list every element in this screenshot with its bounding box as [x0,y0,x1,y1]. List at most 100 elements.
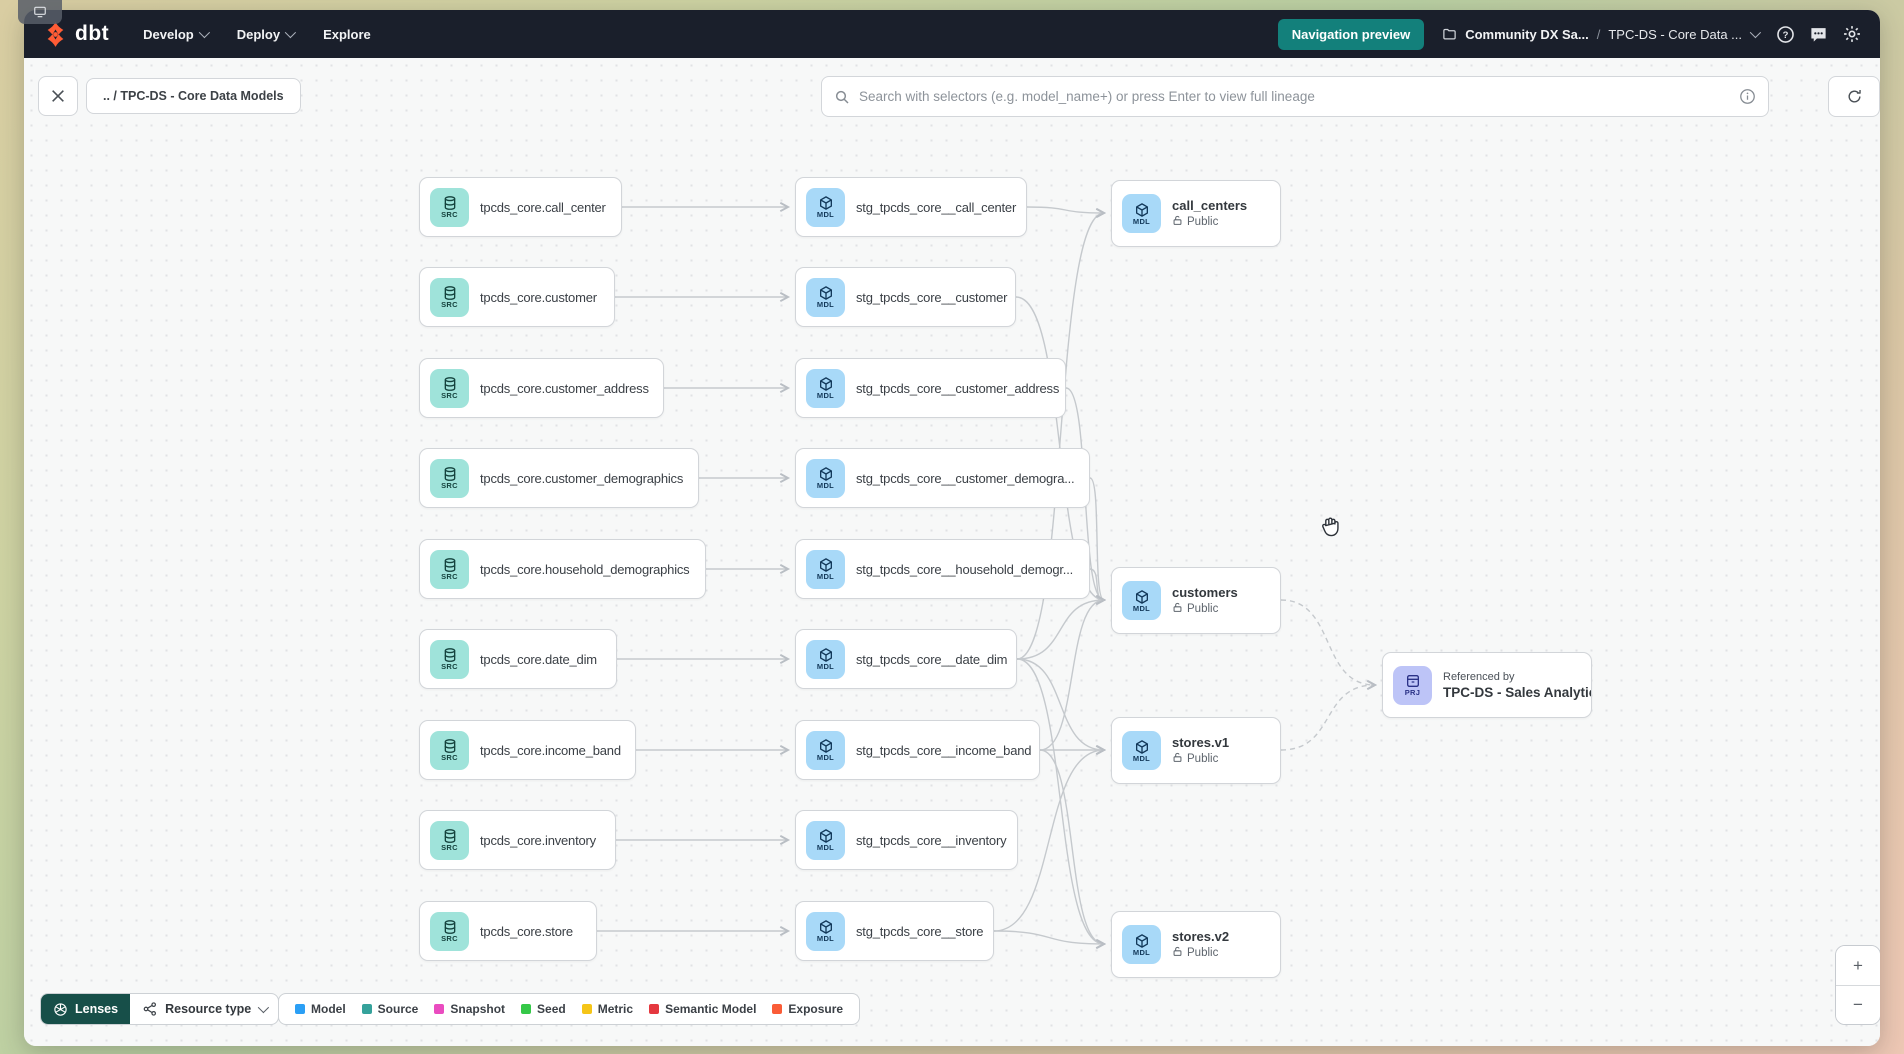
lenses-button[interactable]: Lenses [41,994,131,1024]
source-icon: SRC [430,187,469,227]
grab-hand-cursor [1322,517,1339,537]
refresh-lineage-button[interactable] [1828,76,1880,117]
close-icon [52,90,64,102]
breadcrumb-project[interactable]: Community DX Sa... [1465,26,1589,42]
breadcrumb-separator: / [1596,26,1601,42]
model-icon: MDL [806,639,845,679]
menu-explore[interactable]: Explore [323,26,371,42]
model-icon: MDL [1122,194,1161,233]
search-icon [835,90,849,104]
source-icon: SRC [430,368,469,408]
breadcrumb-page[interactable]: TPC-DS - Core Data ... [1608,26,1742,42]
navbar-icons: ? [1776,24,1862,44]
legend-item-source: Source [361,1002,418,1016]
lineage-edge-t6-f1 [1039,600,1104,751]
lenses-aperture-icon [54,1002,67,1016]
close-lineage-button[interactable] [38,76,78,116]
model-icon: MDL [806,458,845,498]
source-icon: SRC [430,277,469,317]
resource-type-icon [143,1002,157,1016]
lineage-edge-t3-f1 [1089,477,1104,600]
legend-color-swatch [434,1004,445,1014]
refresh-icon [1847,89,1861,103]
folder-icon [1443,28,1456,39]
menu-develop[interactable]: Develop [143,27,210,42]
legend-color-swatch [295,1004,305,1014]
lineage-edge-t4-f1 [1089,568,1104,600]
lineage-breadcrumb-chip[interactable]: .. / TPC-DS - Core Data Models [86,78,301,114]
unlock-icon [1172,752,1183,766]
model-icon: MDL [806,277,845,317]
unlock-icon [1172,946,1183,960]
legend-item-exposure: Exposure [772,1002,843,1016]
chevron-down-icon[interactable] [1749,26,1762,39]
zoom-out-button[interactable]: − [1836,985,1880,1024]
project-breadcrumb[interactable]: Community DX Sa... / TPC-DS - Core Data … [1442,26,1762,42]
navigation-preview-button[interactable]: Navigation preview [1277,18,1425,50]
menu-deploy[interactable]: Deploy [237,27,297,42]
lineage-edge-t5-f1 [1016,600,1104,660]
dbt-app-window: dbt Develop Deploy Explore Navigation pr… [24,10,1880,1046]
model-icon: MDL [1122,581,1161,620]
search-input[interactable] [859,89,1730,104]
screen-capture-indicator [18,0,62,24]
lineage-edge-f2-p0 [1280,685,1375,751]
legend-color-swatch [521,1004,532,1014]
legend-color-swatch [649,1004,660,1014]
settings-gear-icon[interactable] [1842,24,1862,44]
lineage-search-bar[interactable] [821,76,1769,117]
monitor-icon [34,6,46,18]
help-icon[interactable]: ? [1776,25,1795,44]
model-icon: MDL [1122,925,1161,964]
resource-type-dropdown[interactable]: Resource type [130,994,278,1024]
legend-color-swatch [581,1004,592,1014]
feedback-icon[interactable] [1809,25,1828,44]
public-access-label: Public [1172,215,1247,229]
model-icon: MDL [806,368,845,408]
source-icon: SRC [430,639,469,679]
legend-item-semantic-model: Semantic Model [649,1002,756,1016]
public-access-label: Public [1172,602,1238,616]
unlock-icon [1172,602,1183,616]
dbt-logo-icon [47,21,64,47]
model-icon: MDL [806,730,845,770]
model-icon: MDL [806,187,845,227]
chevron-down-icon [258,1001,270,1014]
legend-item-seed: Seed [521,1002,566,1016]
info-icon[interactable] [1739,88,1756,105]
zoom-in-button[interactable]: + [1836,946,1880,985]
source-icon: SRC [430,730,469,770]
legend-color-swatch [361,1004,372,1014]
model-icon: MDL [806,820,845,860]
model-icon: MDL [806,911,845,951]
top-navbar: dbt Develop Deploy Explore Navigation pr… [24,10,1880,58]
unlock-icon [1172,215,1183,229]
dbt-logo[interactable]: dbt [42,21,109,48]
brand-name: dbt [75,22,110,45]
